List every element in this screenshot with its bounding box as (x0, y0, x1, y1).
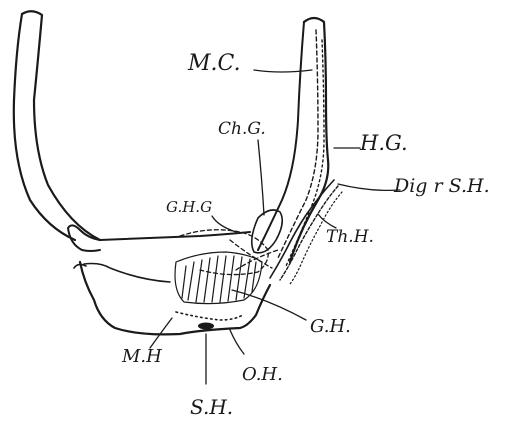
label-mh: M.H (121, 346, 162, 367)
label-thh: Th.H. (326, 227, 374, 247)
ghg-crossing-lines (230, 240, 278, 270)
hyoid-groove-dotted (286, 40, 324, 266)
geniohyoid-hatch (175, 252, 262, 304)
label-oh: O.H. (242, 364, 283, 385)
label-mc: M.C. (187, 51, 241, 76)
label-gh: G.H. (310, 316, 351, 337)
sublingual-gland (198, 323, 214, 330)
mylohyoid-dotted (176, 312, 244, 320)
label-dig-sh: Dig r S.H. (393, 175, 490, 197)
label-hg: H.G. (359, 131, 408, 155)
label-chg: Ch.G. (218, 119, 266, 139)
jaw-body-inner (84, 264, 170, 283)
left-ramus (14, 11, 100, 240)
label-sh: S.H. (190, 395, 233, 419)
jaw-upper-edge (100, 232, 250, 240)
label-ghg: G.H.G (166, 198, 212, 216)
